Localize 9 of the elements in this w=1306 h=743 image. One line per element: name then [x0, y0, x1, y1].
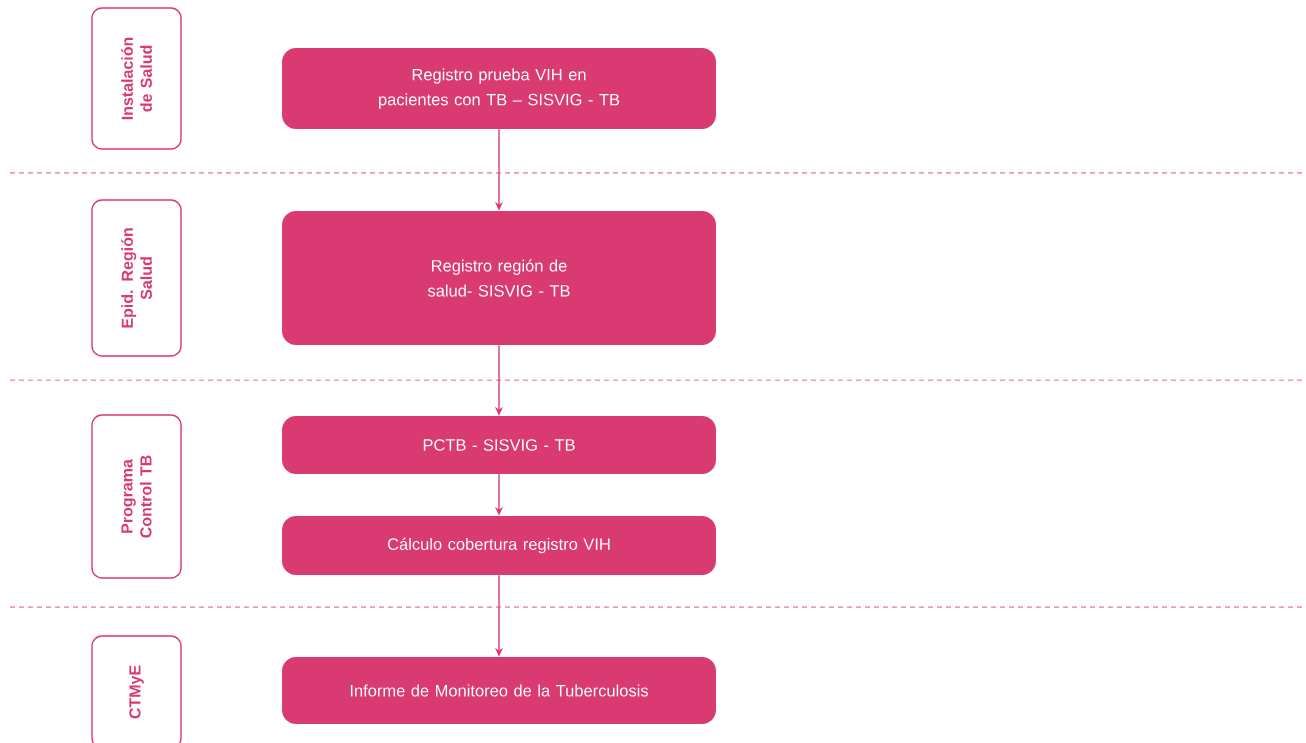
lane-label: Epid. Región Salud: [91, 199, 182, 357]
process-box: Registro región de salud- SISVIG - TB: [282, 211, 716, 345]
lane-label: Instalación de Salud: [91, 7, 182, 150]
process-box: Cálculo cobertura registro VIH: [282, 516, 716, 575]
process-box: PCTB - SISVIG - TB: [282, 416, 716, 474]
process-box: Informe de Monitoreo de la Tuberculosis: [282, 657, 716, 724]
lane-label: CTMyE: [91, 635, 182, 743]
process-box: Registro prueba VIH en pacientes con TB – SISVIG - TB: [282, 48, 716, 129]
lane-label: Programa Control TB: [91, 414, 182, 579]
